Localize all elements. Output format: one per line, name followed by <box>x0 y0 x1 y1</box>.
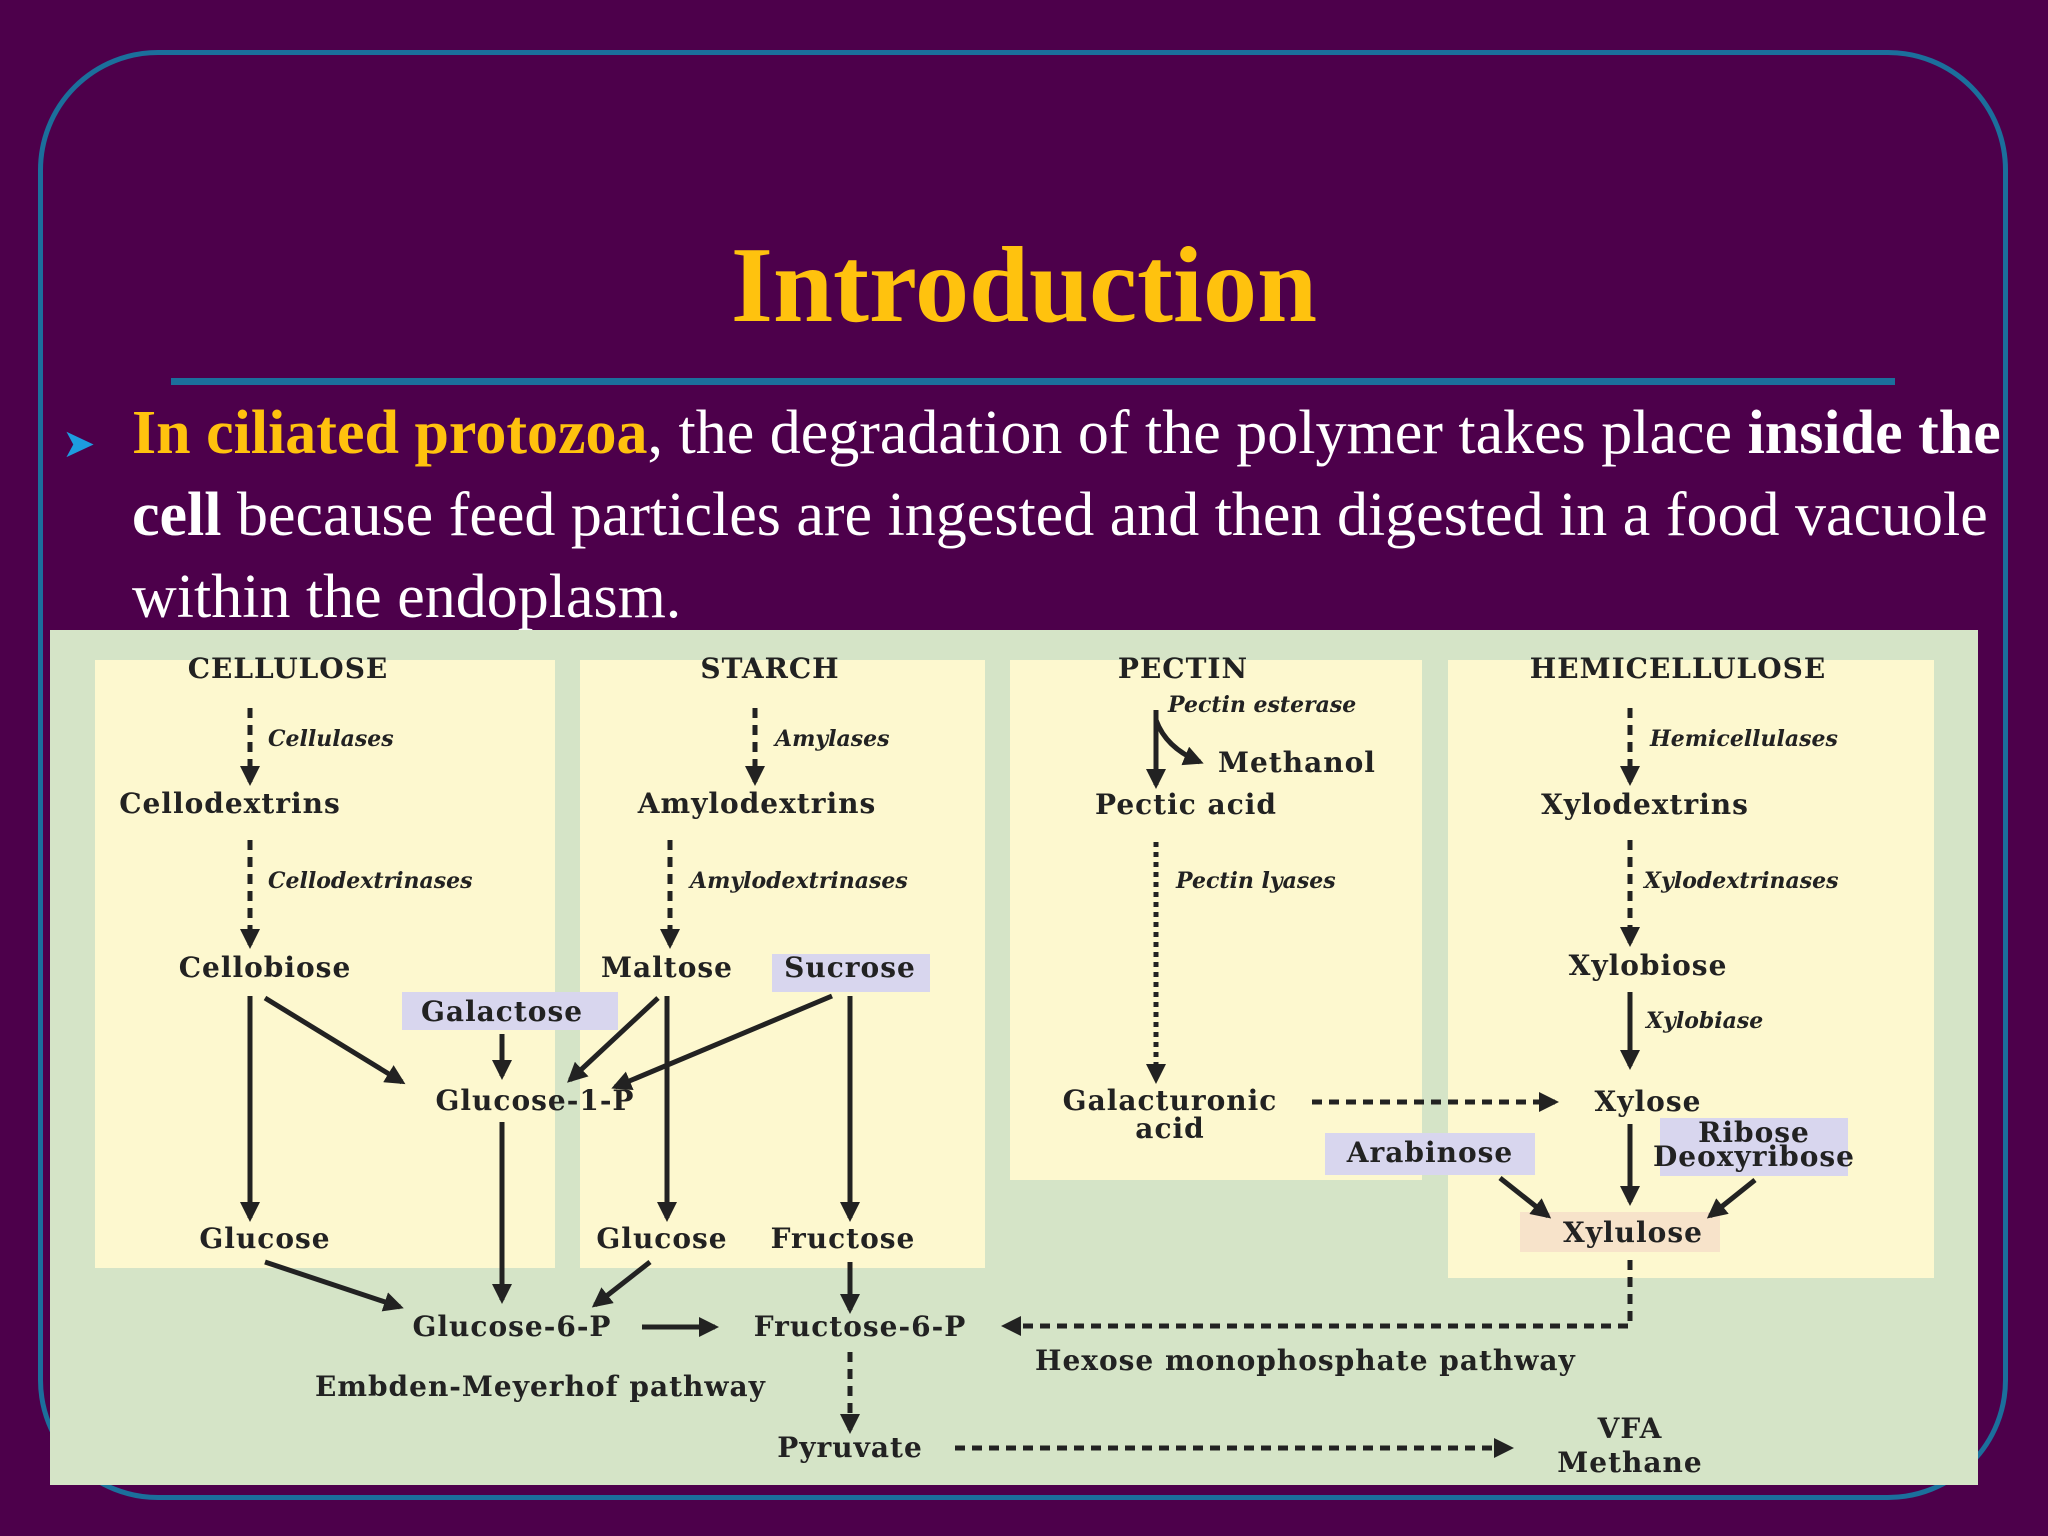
ribose-label: Ribose <box>1698 1116 1810 1149</box>
pectin-lyases-label: Pectin lyases <box>1175 868 1336 894</box>
amylases-label: Amylases <box>773 726 890 752</box>
arabinose-to-xylulose-arrow <box>1498 1176 1552 1219</box>
glucose-to-g6p-arrow <box>264 1259 404 1312</box>
pyruvate-label: Pyruvate <box>777 1431 923 1464</box>
hexose-monophosphate-label: Hexose monophosphate pathway <box>1035 1344 1576 1377</box>
methanol-branch-arrow <box>1153 719 1204 766</box>
maltose-to-g1p-arrow <box>567 996 660 1083</box>
glucose-left-label: Glucose <box>199 1222 330 1255</box>
pectin-label: PECTIN <box>1118 652 1248 685</box>
bullet-text-part2: because feed particles are ingested and … <box>132 481 1988 631</box>
cellobiose-to-g1p-arrow <box>263 995 406 1085</box>
cellobiose-label: Cellobiose <box>179 951 352 984</box>
slide-title: Introduction <box>730 226 1318 345</box>
glucose-mid-label: Glucose <box>596 1222 727 1255</box>
arabinose-label: Arabinose <box>1346 1136 1513 1169</box>
deoxyribose-label: Deoxyribose <box>1653 1140 1855 1173</box>
galacturonic-label: Galacturonic <box>1063 1084 1278 1117</box>
cellodextrins-label: Cellodextrins <box>119 787 341 820</box>
maltose-label: Maltose <box>601 951 733 984</box>
amylodextrinases-label: Amylodextrinases <box>688 868 908 894</box>
hemicellulose-label: HEMICELLULOSE <box>1530 652 1826 685</box>
fructose-label: Fructose <box>771 1222 916 1255</box>
cellulose-label: CELLULOSE <box>188 652 389 685</box>
hemicellulases-label: Hemicellulases <box>1649 726 1838 752</box>
cellulose-column <box>95 660 555 1268</box>
ribose-box <box>1660 1118 1848 1176</box>
sucrose-label: Sucrose <box>784 951 916 984</box>
sucrose-to-g1p-arrow <box>611 993 833 1091</box>
fructose-6-p-label: Fructose-6-P <box>754 1310 967 1343</box>
xylodextrinases-label: Xylodextrinases <box>1642 868 1839 894</box>
bullet-bold: inside the cell <box>132 399 2001 549</box>
title-underline <box>171 378 1895 385</box>
glucose-mid-to-g6p-arrow <box>591 1260 652 1308</box>
xylulose-box <box>1520 1212 1720 1252</box>
pectic-acid-label: Pectic acid <box>1095 788 1277 821</box>
bullet-text-part1: , the degradation of the polymer takes p… <box>647 399 1748 467</box>
acid-label: acid <box>1135 1112 1204 1145</box>
vfa-label: VFA <box>1597 1412 1663 1445</box>
pectin-column <box>1010 660 1422 1180</box>
xylodextrins-label: Xylodextrins <box>1541 788 1749 821</box>
embden-meyerhof-label: Embden-Meyerhof pathway <box>315 1370 766 1403</box>
methane-label: Methane <box>1557 1446 1702 1479</box>
pectin-esterase-label: Pectin esterase <box>1167 692 1356 718</box>
xylulose-to-f6p-arrow <box>1001 1260 1633 1336</box>
xylobiose-label: Xylobiose <box>1569 949 1728 982</box>
pathway-svg: CELLULOSE STARCH PECTIN HEMICELLULOSE Ce… <box>95 652 1934 1479</box>
glucose-1-p-label: Glucose-1-P <box>436 1084 635 1117</box>
arrow-bullet-icon: ➤ <box>62 421 96 466</box>
slide-frame <box>38 50 2008 1500</box>
cellulases-label: Cellulases <box>268 726 394 752</box>
amylodextrins-label: Amylodextrins <box>637 787 876 820</box>
galactose-label: Galactose <box>421 995 583 1028</box>
xylobiase-label: Xylobiase <box>1644 1008 1763 1034</box>
xylulose-label: Xylulose <box>1563 1216 1703 1249</box>
bullet-highlight: In ciliated protozoa <box>132 399 648 467</box>
arabinose-box <box>1325 1133 1535 1175</box>
starch-label: STARCH <box>700 652 839 685</box>
galactose-box <box>402 992 618 1030</box>
cellodextrinases-label: Cellodextrinases <box>268 868 473 894</box>
glucose-6-p-label: Glucose-6-P <box>413 1310 612 1343</box>
ribose-to-xylulose-arrow <box>1706 1178 1757 1219</box>
degradation-pathway-diagram: CELLULOSE STARCH PECTIN HEMICELLULOSE Ce… <box>50 630 1978 1485</box>
bullet-text: In ciliated protozoa, the degradation of… <box>132 392 2012 638</box>
methanol-label: Methanol <box>1218 746 1376 779</box>
sucrose-box <box>772 954 930 992</box>
xylose-label: Xylose <box>1595 1085 1702 1118</box>
